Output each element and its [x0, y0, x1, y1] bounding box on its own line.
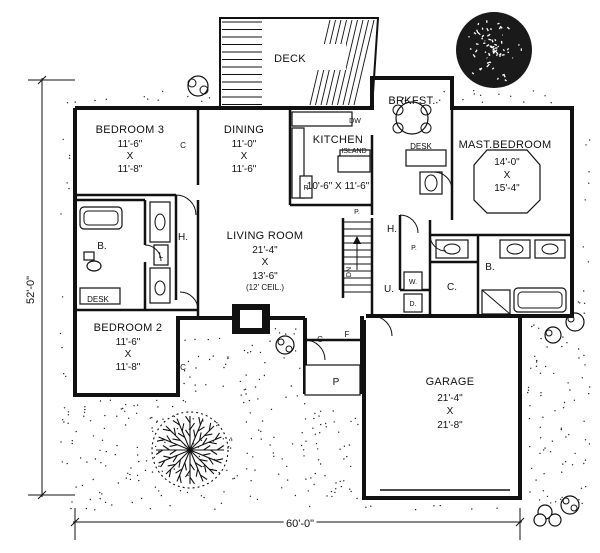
front-porch — [304, 364, 361, 396]
living-label: LIVING ROOM — [227, 230, 304, 242]
tree-bottom-left — [151, 411, 229, 489]
dryer-label: D. — [410, 301, 417, 308]
hall-left-label: H. — [178, 232, 188, 243]
desk-master-label: DESK — [410, 142, 432, 151]
door-swings — [144, 171, 453, 361]
bath-right-label: B. — [485, 262, 494, 273]
furnace-label: F — [345, 330, 350, 339]
linen-label: L — [159, 251, 164, 260]
bedroom3-width: 11'-6" — [118, 139, 143, 150]
dining-label: DINING — [224, 124, 264, 136]
bedroom2-depth: 11'-8" — [116, 362, 141, 373]
desk-bath-label: DESK — [87, 295, 109, 304]
island-label: ISLAND — [341, 148, 366, 155]
deck-label: DECK — [274, 53, 306, 65]
dw-label: DW — [349, 118, 361, 125]
kitchen-size: 10'-6" X 11'-6" — [307, 181, 370, 192]
washer-label: W. — [409, 279, 417, 286]
bedroom3-label: BEDROOM 3 — [96, 124, 165, 136]
closet-bed2-label: C — [180, 363, 186, 372]
overall-width-label: 60'-0" — [286, 518, 314, 530]
mast-bedroom-depth: 15'-4" — [494, 183, 520, 194]
bedroom2-label: BEDROOM 2 — [94, 322, 163, 334]
overall-depth-label: 52'-0" — [25, 276, 37, 304]
tree-top-right — [456, 12, 532, 88]
utility-label: U. — [384, 284, 394, 295]
garage-width: 21'-4" — [437, 393, 463, 404]
garage-label: GARAGE — [426, 376, 475, 388]
living-depth: 13'-6" — [252, 271, 278, 282]
stair-dn-label: DN — [346, 267, 353, 277]
shrubs — [187, 75, 585, 527]
dining-depth: 11'-6" — [232, 164, 257, 175]
living-width: 21'-4" — [252, 245, 278, 256]
hall-right-label: H. — [387, 224, 397, 235]
bedroom2-x: X — [125, 349, 132, 360]
dimension-lines — [28, 75, 525, 540]
refrigerator-label: R — [303, 185, 308, 192]
garage-depth: 21'-8" — [437, 420, 463, 431]
mast-bedroom-x: X — [504, 170, 511, 181]
dining-x: X — [241, 151, 248, 162]
closet-entry-label: C — [317, 335, 323, 344]
bath-left-label: B. — [97, 241, 106, 252]
bedroom3-x: X — [127, 151, 134, 162]
dining-width: 11'-0" — [232, 139, 257, 150]
mast-bedroom-width: 14'-0" — [494, 157, 520, 168]
pantry2-label: P. — [411, 245, 417, 252]
fixtures — [79, 101, 567, 334]
mast-bedroom-label: MAST.BEDROOM — [459, 139, 552, 151]
porch-label: P — [333, 377, 340, 388]
pantry-label: P. — [354, 209, 360, 216]
landscape-stipple — [59, 90, 591, 511]
living-ceiling-note: (12' CEIL.) — [246, 283, 284, 292]
closet-bed3-label: C — [180, 141, 186, 150]
living-x: X — [262, 257, 269, 268]
brkfst-label: BRKFST. — [388, 95, 435, 107]
garage-x: X — [447, 406, 454, 417]
bedroom2-width: 11'-6" — [116, 337, 141, 348]
bedroom3-depth: 11'-8" — [118, 164, 143, 175]
interior-walls — [75, 108, 572, 342]
closet-master-label: C. — [447, 282, 457, 293]
kitchen-label: KITCHEN — [313, 134, 363, 146]
